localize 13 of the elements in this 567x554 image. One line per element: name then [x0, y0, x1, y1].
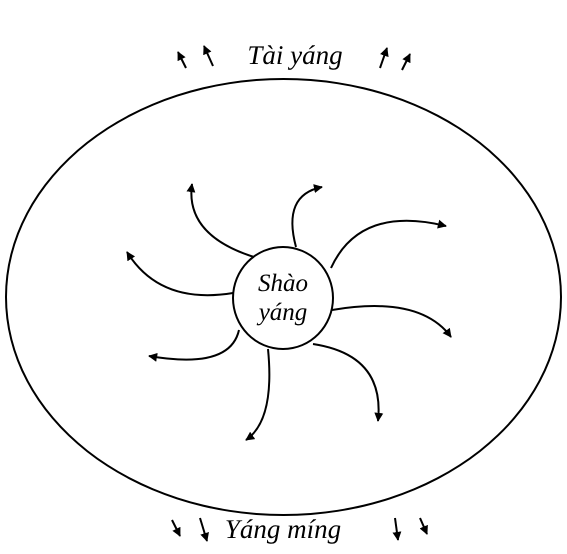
zone-label: Yáng míng: [224, 514, 342, 545]
arrow: [126, 251, 234, 296]
node-label: Shào yáng: [256, 269, 309, 327]
arrow: [330, 220, 447, 268]
arrow: [186, 183, 254, 258]
arrow: [332, 305, 452, 338]
arrow: [245, 348, 270, 441]
ellipse-boundary: [5, 78, 562, 516]
circle-node: [232, 246, 334, 350]
arrow: [312, 343, 383, 422]
zone-label: Tài yáng: [247, 40, 343, 71]
arrow: [291, 184, 323, 248]
arrow: [148, 330, 240, 362]
